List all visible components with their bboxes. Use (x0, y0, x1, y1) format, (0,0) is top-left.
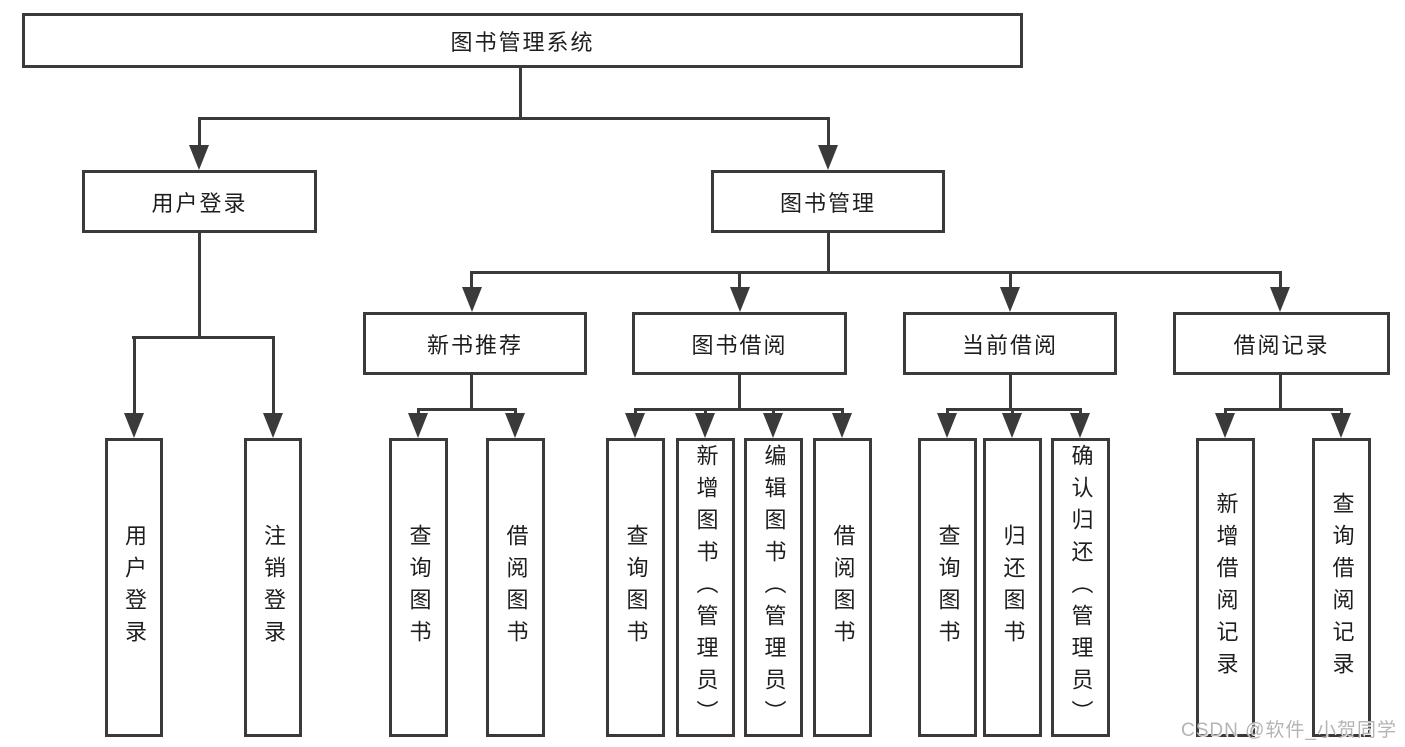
connector-hline (470, 271, 1282, 274)
leaf-edit-book-admin: 编辑图书（管理员） (744, 438, 803, 737)
node-system-root: 图书管理系统 (22, 13, 1023, 68)
connector-vline (1009, 271, 1012, 290)
leaf-logout: 注销登录 (244, 438, 302, 737)
arrow-down (408, 413, 428, 438)
arrow-down (1215, 413, 1235, 438)
connector-vline (738, 375, 741, 411)
leaf-query-books-current: 查询图书 (918, 438, 977, 737)
leaf-borrow-books-borrowing: 借阅图书 (813, 438, 872, 737)
connector-vline (1279, 375, 1282, 411)
leaf-query-books-recommend: 查询图书 (389, 438, 448, 737)
arrow-down (189, 145, 209, 170)
leaf-confirm-return-admin: 确认归还（管理员） (1051, 438, 1110, 737)
leaf-add-borrow-record: 新增借阅记录 (1196, 438, 1255, 737)
connector-vline (1279, 271, 1282, 290)
node-book-management: 图书管理 (711, 170, 945, 233)
connector-hline (198, 117, 830, 120)
connector-vline (827, 117, 830, 148)
arrow-down (263, 413, 283, 438)
arrow-down (695, 413, 715, 438)
connector-vline (827, 232, 830, 274)
arrow-down (1002, 413, 1022, 438)
arrow-down (1270, 287, 1290, 312)
connector-vline (470, 271, 473, 290)
connector-hline (1224, 408, 1343, 411)
node-current-borrowing: 当前借阅 (903, 312, 1117, 375)
connector-hline (634, 408, 844, 411)
connector-hline (132, 336, 275, 339)
connector-hline (946, 408, 1082, 411)
arrow-down (1331, 413, 1351, 438)
connector-vline (1009, 375, 1012, 411)
leaf-borrow-books-recommend: 借阅图书 (486, 438, 545, 737)
connector-hline (417, 408, 517, 411)
arrow-down (625, 413, 645, 438)
leaf-query-books-borrowing: 查询图书 (606, 438, 665, 737)
node-book-borrowing: 图书借阅 (632, 312, 847, 375)
connector-vline (198, 232, 201, 339)
node-user-login: 用户登录 (82, 170, 317, 233)
arrow-down (730, 287, 750, 312)
arrow-down (1000, 287, 1020, 312)
arrow-down (818, 145, 838, 170)
arrow-down (124, 413, 144, 438)
leaf-return-book: 归还图书 (983, 438, 1042, 737)
node-new-book-recommend: 新书推荐 (363, 312, 587, 375)
connector-vline (738, 271, 741, 290)
leaf-query-borrow-record: 查询借阅记录 (1312, 438, 1371, 737)
arrow-down (763, 413, 783, 438)
arrow-down (505, 413, 525, 438)
connector-vline (133, 336, 136, 416)
arrow-down (832, 413, 852, 438)
leaf-user-login: 用户登录 (105, 438, 163, 737)
arrow-down (937, 413, 957, 438)
arrow-down (462, 287, 482, 312)
connector-vline (470, 375, 473, 411)
node-borrowing-records: 借阅记录 (1173, 312, 1390, 375)
connector-vline (272, 336, 275, 416)
arrow-down (1070, 413, 1090, 438)
connector-vline (519, 68, 522, 120)
connector-vline (198, 117, 201, 148)
csdn-watermark: CSDN @软件_小贺同学 (1181, 720, 1397, 741)
leaf-add-book-admin: 新增图书（管理员） (676, 438, 735, 737)
